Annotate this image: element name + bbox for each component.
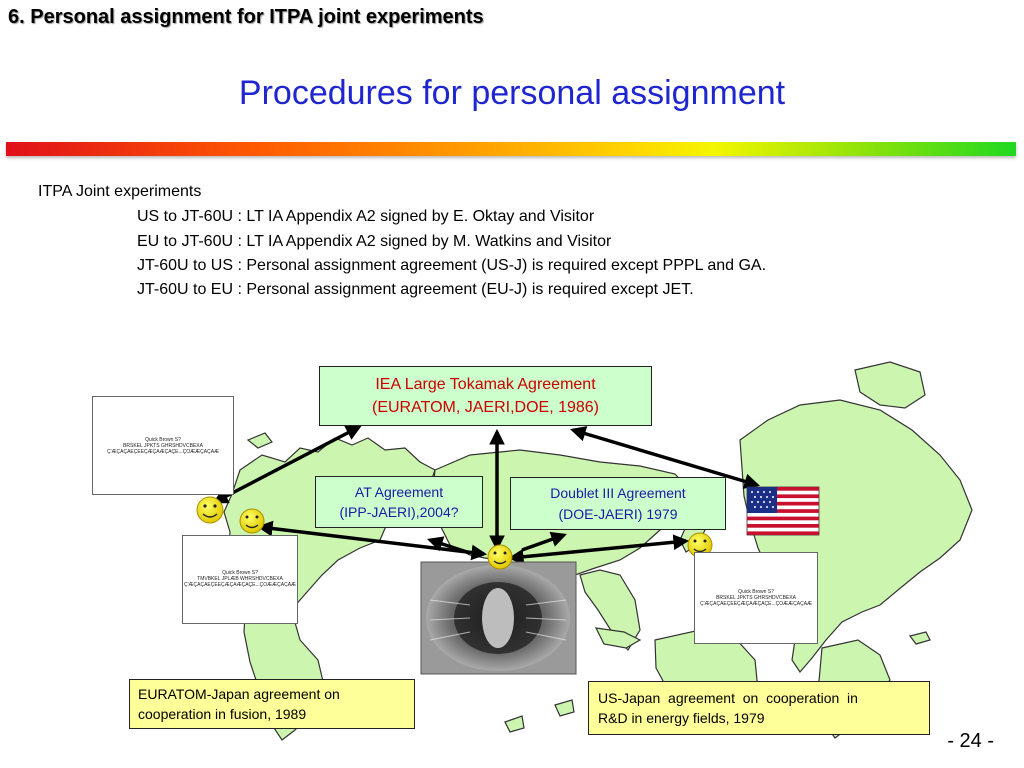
iea-agreement-box: IEA Large Tokamak Agreement (EURATOM, JA… bbox=[319, 366, 652, 426]
doublet-box-line-2: (DOE-JAERI) 1979 bbox=[558, 505, 678, 522]
at-box-line-2: (IPP-JAERI),2004? bbox=[339, 504, 459, 520]
us-japan-line-1: US-Japan agreement on cooperation in bbox=[598, 689, 858, 706]
intro-line-1: US to JT-60U : LT IA Appendix A2 signed … bbox=[137, 208, 595, 225]
arrow-japan-doublet bbox=[521, 531, 567, 552]
iea-box-line-2: (EURATOM, JAERI,DOE, 1986) bbox=[371, 399, 599, 416]
slide-title: Procedures for personal assignment bbox=[238, 74, 786, 112]
us-japan-box: US-Japan agreement on cooperation in R&D… bbox=[588, 681, 930, 735]
document-thumbnail-middle: Quick Brown S? TMVBKEL JPLÆB WHRSHDVCBEX… bbox=[182, 535, 298, 624]
intro-line-2: EU to JT-60U : LT IA Appendix A2 signed … bbox=[137, 233, 612, 250]
intro-line-3: JT-60U to US : Personal assignment agree… bbox=[137, 257, 767, 274]
page-number: - 24 - bbox=[947, 730, 994, 752]
rainbow-divider bbox=[6, 142, 1016, 156]
document-line: Quick Brown S? bbox=[145, 437, 181, 443]
us-flag-icon bbox=[746, 486, 820, 536]
document-line: Ç'ÆÇÀÇÂÉÇÈÈÇÆÇÃÆÇÂÇÈ...ÇÒÆÆÇÀÇÂÆ bbox=[106, 449, 220, 455]
at-box-line-1: AT Agreement bbox=[354, 483, 444, 500]
smiley-face-icon-japan bbox=[487, 544, 513, 570]
smiley-face-icon-europe-2 bbox=[239, 508, 265, 534]
arrow-us-iea bbox=[569, 426, 761, 489]
us-japan-line-2: R&D in energy fields, 1979 bbox=[598, 710, 765, 726]
tokamak-vessel-photo bbox=[420, 561, 577, 675]
document-line: Quick Brown S? bbox=[738, 589, 774, 595]
iea-box-line-1: IEA Large Tokamak Agreement bbox=[375, 375, 596, 393]
agreement-arrows bbox=[212, 425, 761, 565]
doublet-box-line-1: Doublet III Agreement bbox=[550, 485, 686, 502]
document-line: BRSKEL JPKTS GHRSHDVCBEXA bbox=[123, 443, 203, 449]
doublet-agreement-box: Doublet III Agreement (DOE-JAERI) 1979 bbox=[510, 477, 726, 530]
document-line: TMVBKEL JPLÆB WHRSHDVCBEXA bbox=[197, 576, 283, 582]
smiley-face-icon-europe-1 bbox=[196, 496, 224, 524]
document-thumbnail-right: Quick Brown S? BRSKEL JPKTS GHRSHDVCBEXA… bbox=[694, 552, 818, 644]
euratom-japan-line-1: EURATOM-Japan agreement on bbox=[138, 685, 340, 702]
euratom-japan-line-2: cooperation in fusion, 1989 bbox=[138, 706, 307, 722]
document-thumbnail-left: Quick Brown S? BRSKEL JPKTS GHRSHDVCBEXA… bbox=[92, 396, 234, 495]
intro-line-4: JT-60U to EU : Personal assignment agree… bbox=[137, 281, 694, 298]
arrow-eu-iea bbox=[212, 425, 362, 504]
arrow-japan-us bbox=[507, 534, 690, 565]
document-line: BRSKEL JPKTS GHRSHDVCBEXA bbox=[716, 595, 796, 601]
euratom-japan-box: EURATOM-Japan agreement on cooperation i… bbox=[129, 679, 415, 729]
arrow-eu-japan bbox=[256, 520, 488, 561]
document-line: Ç'ÆÇÀÇÂÉÇÈÈÇÆÇÃÆÇÂÇÈ...ÇÒÆÆÇÀÇÂÆ bbox=[699, 601, 813, 607]
document-line: Ç'ÆÇÀÇÂÉÇÈÈÇÆÇÃÆÇÂÇÈ...ÇÒÆÆÇÀÇÂÆ bbox=[183, 582, 297, 588]
arrow-at-japan bbox=[427, 536, 471, 555]
document-line: Quick Brown S? bbox=[222, 570, 258, 576]
intro-heading: ITPA Joint experiments bbox=[38, 183, 202, 200]
section-header: 6. Personal assignment for ITPA joint ex… bbox=[8, 6, 484, 28]
at-agreement-box: AT Agreement (IPP-JAERI),2004? bbox=[315, 476, 483, 528]
